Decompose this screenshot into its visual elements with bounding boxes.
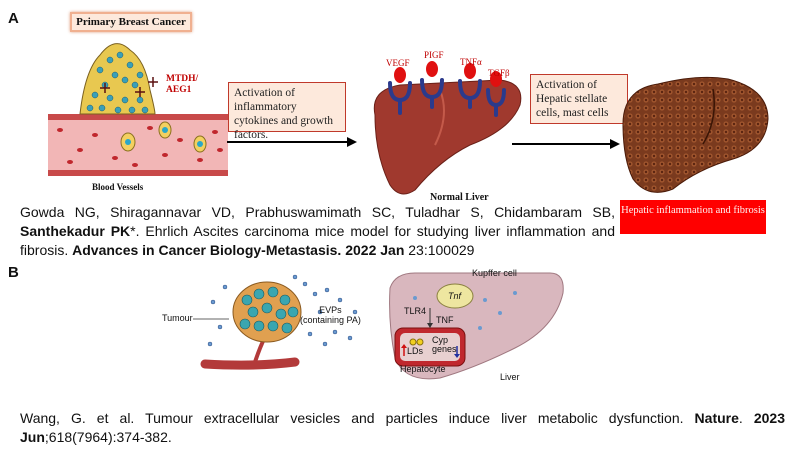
citation-a-title: *. Ehrlich Ascites carcinoma mice model …	[20, 223, 615, 258]
citation-a: Gowda NG, Shiragannavar VD, Prabhuswamim…	[20, 203, 615, 260]
arrow-1	[227, 137, 357, 147]
mtdh-aeg1-label: MTDH/ AEG1	[166, 74, 199, 95]
blood-vessels-label: Blood Vessels	[92, 182, 144, 192]
citation-b-rest: ;618(7964):374-382.	[44, 429, 172, 445]
tlr4-label: TLR4	[404, 306, 427, 316]
tumour-mass	[79, 43, 158, 115]
receptor-label-tnfa: TNFα	[460, 57, 482, 67]
vessel-b	[200, 357, 300, 370]
circulating-tumour-cells	[120, 121, 207, 153]
citation-a-bold-author: Santhekadur PK	[20, 223, 131, 239]
citation-a-authors: Gowda NG, Shiragannavar VD, Prabhuswamim…	[20, 204, 615, 220]
hepatocyte-label: Hepatocyte	[400, 364, 446, 374]
primary-breast-cancer-title: Primary Breast Cancer	[70, 12, 192, 32]
tnf-gene-label: Tnf	[448, 291, 462, 301]
receptor-label-pigf: PIGF	[424, 50, 444, 60]
normal-liver-graphic	[373, 61, 522, 195]
evp-particles	[207, 274, 358, 347]
receptors	[388, 78, 506, 117]
kupffer-label: Kupffer cell	[472, 268, 517, 278]
liver-b-graphic	[389, 272, 564, 380]
cyp-genes-label: Cyp genes	[432, 335, 457, 354]
red-blood-cells	[57, 126, 223, 167]
ligands	[394, 61, 502, 87]
receptor-label-vegf: VEGF	[386, 58, 410, 68]
tumour-vessel-graphic	[48, 43, 228, 176]
citation-a-journal: Advances in Cancer Biology-Metastasis. 2…	[72, 242, 405, 258]
tumour-b	[232, 281, 302, 343]
evps-label: EVPs (containing PA)	[300, 305, 361, 325]
arrow-2	[512, 139, 620, 149]
cytokines-box: Activation of inflammatory cytokines and…	[228, 82, 346, 141]
fibrotic-liver	[622, 76, 769, 193]
stellate-box: Activation of Hepatic stellate cells, ma…	[530, 74, 628, 124]
kupffer-cell	[436, 283, 474, 309]
liver-label: Liver	[500, 372, 520, 382]
receptor-label-tgfb: TGFβ	[488, 68, 510, 78]
citation-b-date: 2023 Jun	[20, 410, 785, 445]
tnf-label: TNF	[436, 315, 454, 325]
citation-b-text: Wang, G. et al. Tumour extracellular ves…	[20, 410, 684, 426]
normal-liver-label: Normal Liver	[430, 192, 489, 203]
panel-b-label: B	[8, 264, 19, 281]
citation-b-dot: .	[738, 410, 743, 426]
citation-b: Wang, G. et al. Tumour extracellular ves…	[20, 409, 785, 447]
tumour-b-label: Tumour	[162, 313, 193, 323]
tumour-pointer-line	[193, 318, 229, 320]
normal-liver	[373, 79, 522, 195]
lds-label: LDs	[407, 346, 424, 356]
hepatic-inflammation-box: Hepatic inflammation and fibrosis	[620, 200, 766, 234]
citation-b-journal: Nature	[694, 410, 739, 426]
citation-a-rest: 23:100029	[404, 242, 475, 258]
tumour-evps-graphic	[200, 274, 358, 370]
fibrotic-liver-graphic	[622, 76, 769, 193]
panel-a-label: A	[8, 10, 19, 27]
